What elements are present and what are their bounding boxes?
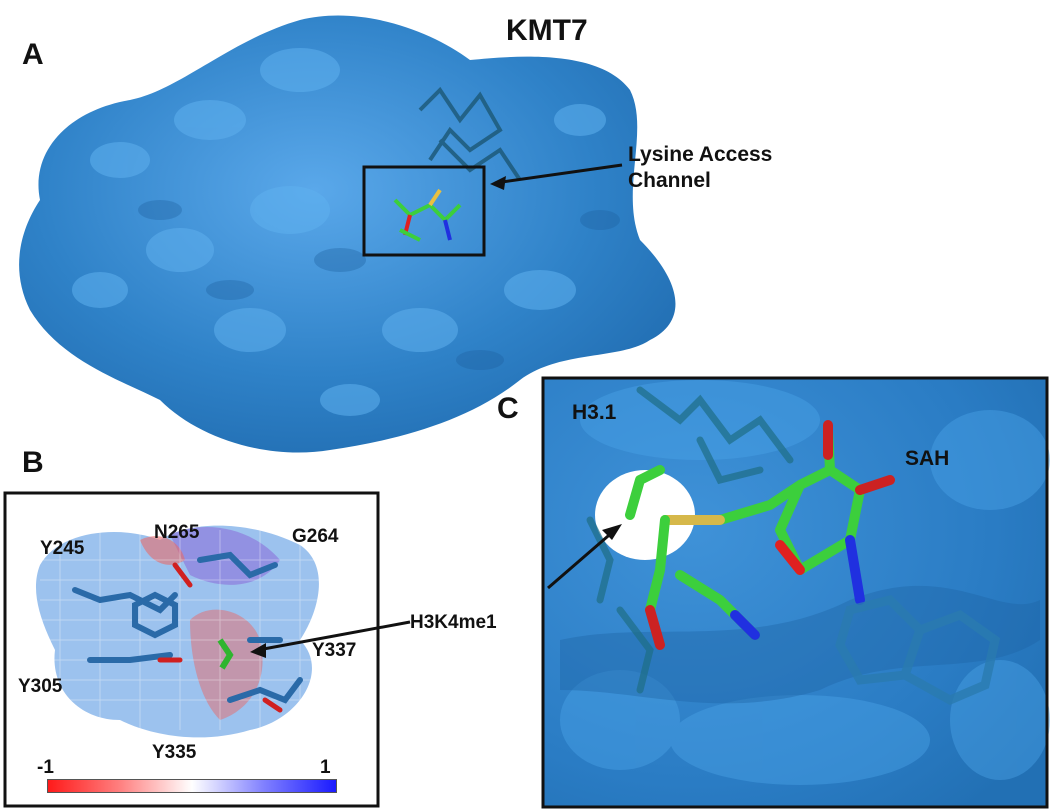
residue-label: N265 bbox=[154, 522, 200, 543]
red-sticks bbox=[157, 562, 283, 713]
colorbar-max-label: 1 bbox=[320, 757, 331, 778]
panel-c-shadow bbox=[560, 585, 1040, 704]
residue-sticks bbox=[72, 551, 303, 704]
residue-label: Y337 bbox=[312, 640, 357, 661]
h3k4me1-arrow bbox=[257, 620, 411, 652]
channel-arrowhead bbox=[490, 176, 506, 190]
h3-1-label: H3.1 bbox=[572, 401, 617, 424]
h3k4me1-arrowhead bbox=[250, 643, 266, 658]
adenine-ring bbox=[835, 595, 1001, 706]
h3k4me1-ligand bbox=[217, 638, 234, 670]
sah-ligand-small bbox=[393, 188, 462, 242]
protein-name-label: KMT7 bbox=[506, 14, 588, 47]
h3k4me1-label: H3K4me1 bbox=[410, 612, 497, 633]
channel-highlight-box bbox=[362, 165, 486, 257]
panel-c-frame bbox=[541, 376, 1049, 809]
lysine-arrowhead bbox=[602, 524, 622, 540]
residue-label: Y305 bbox=[18, 676, 63, 697]
panel-c-label: C bbox=[497, 392, 519, 425]
surface-shadows bbox=[138, 200, 620, 370]
surface-texture bbox=[72, 48, 606, 416]
panel-b-label: B bbox=[22, 446, 44, 479]
colorbar-min-label: -1 bbox=[37, 757, 54, 778]
lysine-arrow bbox=[547, 528, 616, 590]
sah-label: SAH bbox=[905, 447, 950, 470]
residue-label: Y335 bbox=[152, 742, 197, 763]
electrostatic-colorbar bbox=[47, 779, 337, 793]
channel-label: Lysine Access Channel bbox=[628, 143, 773, 193]
h3-peptide-sticks bbox=[418, 86, 522, 182]
channel-arrow bbox=[494, 163, 623, 185]
panel-c-surface bbox=[543, 378, 1047, 807]
residue-label: Y245 bbox=[40, 538, 85, 559]
panel-a-label: A bbox=[22, 38, 44, 71]
lysine-cavity bbox=[595, 470, 695, 560]
h3-backbone-sticks bbox=[586, 386, 794, 694]
sah-sticks bbox=[625, 420, 895, 650]
panel-c-texture bbox=[560, 380, 1050, 785]
residue-label: G264 bbox=[292, 526, 339, 547]
